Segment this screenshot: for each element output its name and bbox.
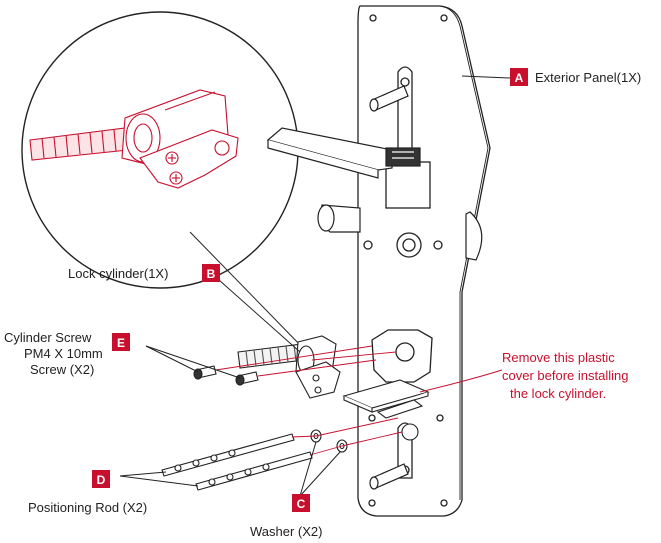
- cylinder-screw-label-line2: PM4 X 10mm: [24, 346, 103, 361]
- spindle-bar: [266, 127, 421, 179]
- cylinder-screw-label-line1: Cylinder Screw: [4, 330, 92, 345]
- cylinder-plate: [376, 399, 424, 441]
- note-line3: the lock cylinder.: [510, 386, 606, 401]
- plastic-cover-note: Remove this plastic cover before install…: [502, 350, 628, 401]
- note-line1: Remove this plastic: [502, 350, 615, 365]
- exterior-panel-label: Exterior Panel(1X): [535, 70, 641, 85]
- callout-d: D Positioning Rod (X2): [28, 470, 147, 515]
- callout-a: A Exterior Panel(1X): [510, 68, 641, 86]
- badge-a: [510, 68, 528, 86]
- badge-c-text: C: [297, 497, 306, 511]
- detail-magnifier: [21, 11, 299, 289]
- badge-e: [112, 333, 130, 351]
- cylinder-screw-label-line3: Screw (X2): [30, 362, 94, 377]
- callout-b: Lock cylinder(1X) B: [68, 264, 220, 282]
- badge-b: [202, 264, 220, 282]
- callout-c: C Washer (X2): [250, 494, 322, 539]
- lock-cylinder: [237, 335, 341, 399]
- upper-standoff: [369, 85, 409, 112]
- badge-d: [92, 470, 110, 488]
- cylinder-screws: [193, 365, 259, 386]
- badge-a-text: A: [515, 71, 524, 85]
- detail-cylinder-drawing: [29, 89, 239, 189]
- lock-cylinder-label: Lock cylinder(1X): [68, 266, 168, 281]
- plastic-cover: [342, 379, 430, 413]
- positioning-rods: [161, 433, 313, 491]
- note-leader: [419, 369, 503, 393]
- badge-d-text: D: [97, 473, 106, 487]
- note-line2: cover before installing: [502, 368, 628, 383]
- badge-b-text: B: [207, 267, 216, 281]
- alignment-lines: [215, 345, 403, 456]
- exterior-panel: [357, 5, 491, 517]
- positioning-rod-label: Positioning Rod (X2): [28, 500, 147, 515]
- magnifier-leader: [189, 231, 306, 351]
- leader-lines: [119, 75, 511, 497]
- badge-c: [292, 494, 310, 512]
- badge-e-text: E: [117, 336, 125, 350]
- washer-label: Washer (X2): [250, 524, 322, 539]
- lower-standoff: [369, 463, 409, 490]
- rear-handle: [317, 204, 483, 261]
- callout-e: Cylinder Screw PM4 X 10mm Screw (X2) E: [4, 330, 130, 377]
